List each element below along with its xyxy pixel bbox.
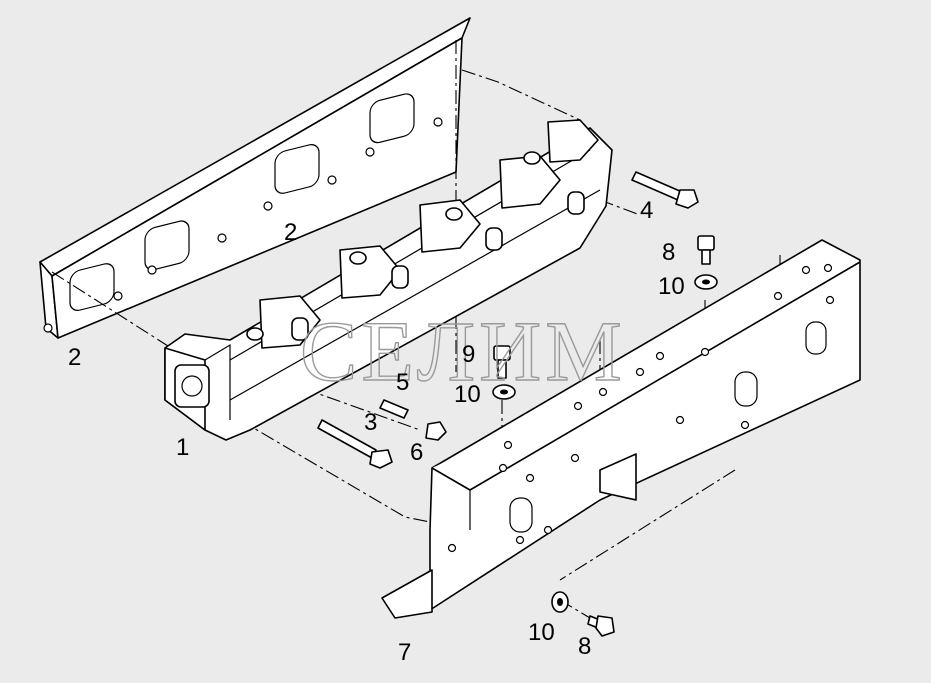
watermark: СЕЛИМ (300, 303, 626, 399)
callout-9: 9 (462, 341, 475, 368)
callout-6: 6 (410, 439, 423, 466)
exhaust-manifold (164, 119, 613, 441)
callout-2: 2 (284, 219, 297, 246)
nut (425, 421, 447, 441)
bolt-8-upper (697, 235, 715, 265)
bolt-9 (493, 345, 511, 379)
callout-3: 3 (364, 409, 377, 436)
callout-10: 10 (658, 273, 685, 300)
callout-1: 1 (176, 434, 189, 461)
gasket-port (274, 144, 320, 194)
mounting-bracket (381, 239, 861, 619)
exhaust-manifold-gasket (39, 17, 471, 339)
gasket-port (144, 220, 190, 271)
washer-10-middle (492, 384, 516, 400)
gasket-port (69, 263, 115, 311)
washer-10-lower (551, 591, 569, 613)
bolt-8-lower (587, 615, 615, 637)
callout-8: 8 (662, 239, 675, 266)
stud (379, 399, 409, 419)
bolt-4 (631, 171, 699, 209)
callout-10: 10 (454, 381, 481, 408)
callout-2: 2 (68, 344, 81, 371)
long-bolt (317, 419, 393, 469)
callout-10: 10 (528, 619, 555, 646)
callout-8: 8 (578, 633, 591, 660)
callout-4: 4 (640, 197, 653, 224)
callout-7: 7 (398, 639, 411, 666)
gasket-port (369, 93, 415, 144)
washer-10-upper (694, 274, 718, 290)
callout-5: 5 (396, 369, 409, 396)
